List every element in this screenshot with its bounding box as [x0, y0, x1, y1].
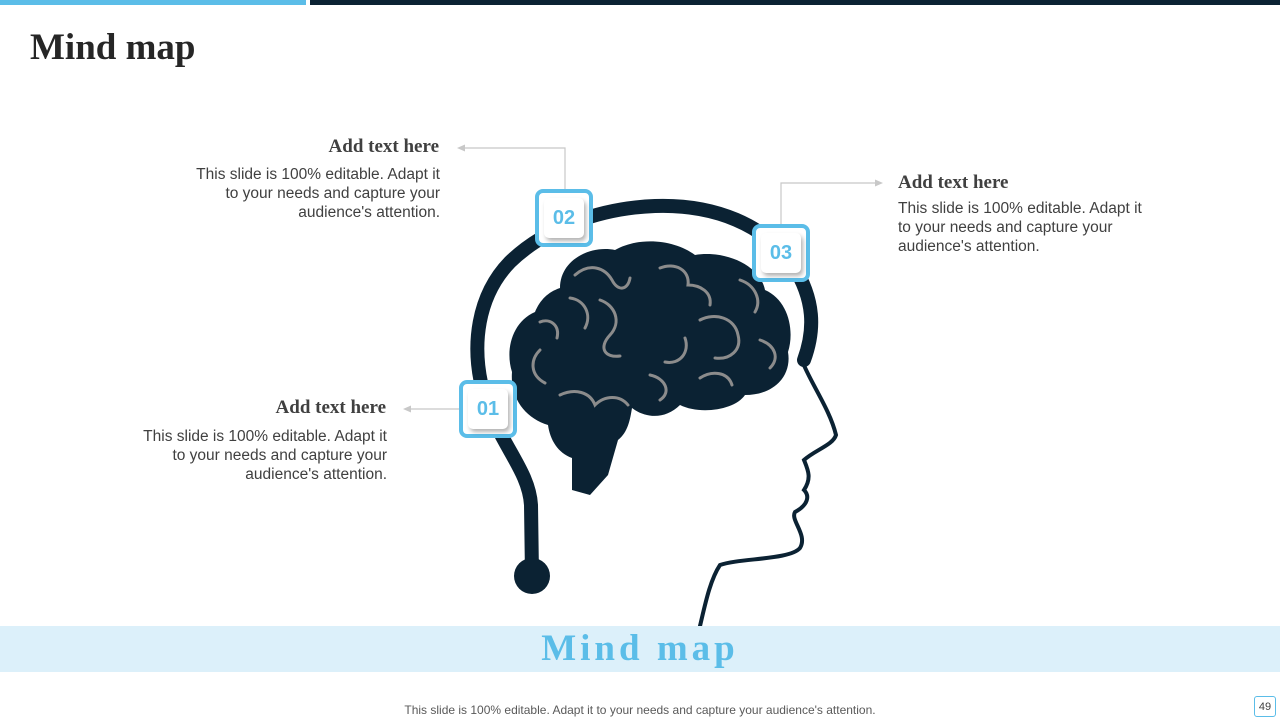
slide-title: Mind map [30, 27, 196, 68]
brain-icon [509, 241, 791, 495]
number-badge-03: 03 [752, 224, 810, 282]
number-badge-03-label: 03 [761, 233, 801, 273]
head-outline-end [514, 558, 550, 594]
point-01-heading: Add text here [275, 397, 386, 418]
point-03-body: This slide is 100% editable. Adapt it to… [898, 200, 1142, 255]
arrow-head-03-icon [875, 179, 883, 187]
number-badge-01: 01 [459, 380, 517, 438]
point-03-heading: Add text here [898, 172, 1009, 193]
point-02-heading: Add text here [328, 136, 439, 157]
page-number: 49 [1254, 696, 1276, 717]
connector-line-02 [462, 147, 566, 190]
number-badge-02-label: 02 [544, 198, 584, 238]
face-profile [698, 361, 839, 628]
point-02-body: This slide is 100% editable. Adapt it to… [196, 166, 440, 221]
number-badge-01-label: 01 [468, 389, 508, 429]
number-badge-02: 02 [535, 189, 593, 247]
bottom-banner [0, 626, 1280, 672]
banner-title: Mind map [541, 628, 739, 669]
arrow-head-02-icon [457, 144, 465, 152]
connector-line-03 [780, 182, 878, 224]
arrow-head-01-icon [403, 405, 411, 413]
top-accent-bar-light [0, 0, 306, 5]
point-01-body: This slide is 100% editable. Adapt it to… [143, 428, 387, 483]
top-accent-bar-dark [310, 0, 1280, 5]
footer-note: This slide is 100% editable. Adapt it to… [404, 703, 876, 717]
